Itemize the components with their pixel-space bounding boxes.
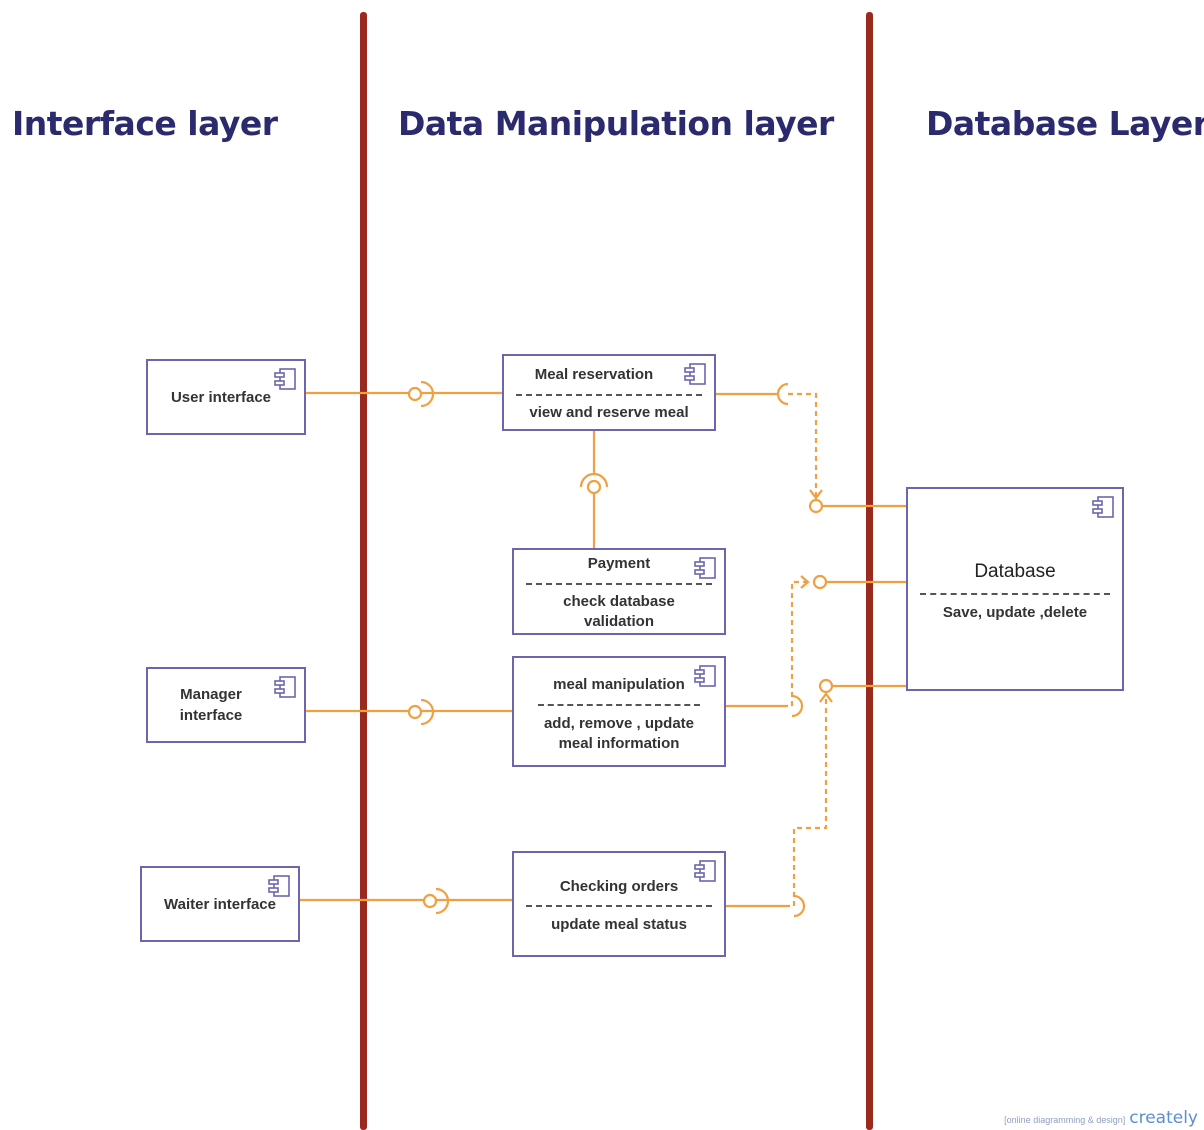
provided-interface-icon bbox=[818, 678, 834, 694]
component-label: User interface bbox=[170, 388, 272, 406]
meal-reservation-component[interactable]: Meal reservation view and reserve meal bbox=[502, 354, 716, 431]
component-separator bbox=[920, 593, 1110, 595]
payment-component[interactable]: Payment check database validation bbox=[512, 548, 726, 635]
provided-interface-icon bbox=[808, 498, 824, 514]
component-icon bbox=[694, 860, 716, 882]
dependency-line bbox=[790, 580, 806, 706]
component-label: Manager interface bbox=[179, 686, 243, 724]
component-operations: update meal status bbox=[551, 916, 687, 933]
component-name: Database bbox=[974, 561, 1056, 582]
required-interface-icon bbox=[793, 894, 806, 918]
provided-interface-icon bbox=[586, 479, 602, 495]
component-name: Payment bbox=[587, 555, 651, 572]
component-operations: Save, update ,delete bbox=[942, 604, 1088, 621]
component-separator bbox=[526, 583, 712, 585]
component-icon bbox=[274, 676, 296, 698]
required-interface-icon bbox=[791, 694, 804, 718]
required-interface-icon bbox=[776, 382, 789, 406]
user-interface-component[interactable]: User interface bbox=[146, 359, 306, 435]
dependency-line bbox=[788, 392, 818, 496]
data-manipulation-layer-title: Data Manipulation layer bbox=[398, 104, 834, 143]
component-separator bbox=[516, 394, 702, 396]
database-layer-title: Database Layer bbox=[926, 104, 1204, 143]
creately-watermark: [online diagramming & design]creately bbox=[1004, 1108, 1198, 1128]
interface-layer-title: Interface layer bbox=[12, 104, 278, 143]
component-icon bbox=[694, 557, 716, 579]
provided-interface-icon bbox=[422, 893, 438, 909]
component-operations: check database validation bbox=[563, 593, 675, 630]
dependency-arrow-icon bbox=[800, 575, 810, 589]
component-separator bbox=[526, 905, 712, 907]
component-icon bbox=[694, 665, 716, 687]
provided-interface-icon bbox=[812, 574, 828, 590]
provided-interface-icon bbox=[407, 386, 423, 402]
dependency-arrow-icon bbox=[819, 692, 833, 703]
watermark-tagline: [online diagramming & design] bbox=[1004, 1115, 1126, 1125]
provided-interface-icon bbox=[407, 704, 423, 720]
waiter-interface-component[interactable]: Waiter interface bbox=[140, 866, 300, 942]
component-operations: add, remove , update meal information bbox=[543, 715, 695, 752]
checking-orders-component[interactable]: Checking orders update meal status bbox=[512, 851, 726, 957]
creately-logo: creately bbox=[1129, 1108, 1198, 1128]
component-icon bbox=[268, 875, 290, 897]
component-name: Meal reservation bbox=[534, 366, 654, 383]
component-separator bbox=[538, 704, 700, 706]
component-icon bbox=[1092, 496, 1114, 518]
required-interface-icon bbox=[579, 472, 609, 488]
layer-divider-right bbox=[866, 12, 873, 1130]
component-name: meal manipulation bbox=[553, 676, 685, 693]
component-label: Waiter interface bbox=[164, 895, 276, 913]
database-component[interactable]: Database Save, update ,delete bbox=[906, 487, 1124, 691]
dependency-line bbox=[792, 696, 828, 906]
meal-manipulation-component[interactable]: meal manipulation add, remove , update m… bbox=[512, 656, 726, 767]
layer-divider-left bbox=[360, 12, 367, 1130]
manager-interface-component[interactable]: Manager interface bbox=[146, 667, 306, 743]
component-operations: view and reserve meal bbox=[529, 404, 689, 421]
component-icon bbox=[274, 368, 296, 390]
component-icon bbox=[684, 363, 706, 385]
dependency-arrow-icon bbox=[809, 489, 823, 500]
component-name: Checking orders bbox=[559, 878, 679, 895]
